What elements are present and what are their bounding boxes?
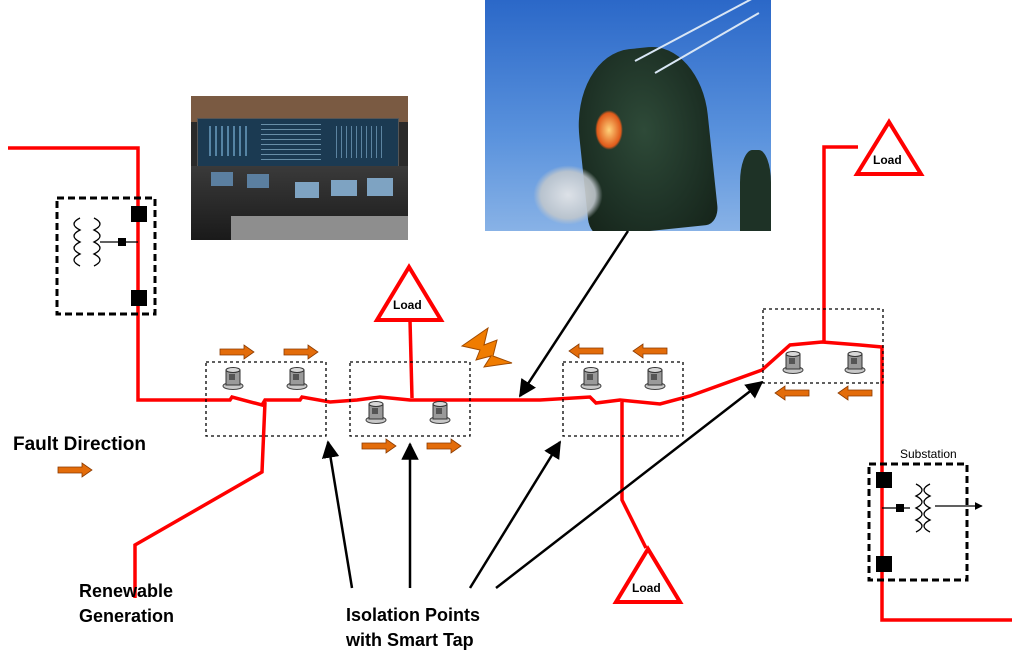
smart-tap-box-1 bbox=[205, 361, 327, 437]
smart-tap-device-icon bbox=[222, 367, 244, 390]
smart-tap-device-icon bbox=[286, 367, 308, 390]
fault-direction-legend-icon bbox=[57, 462, 93, 478]
load-label: Load bbox=[873, 153, 902, 167]
fault-direction-arrow-icon bbox=[426, 438, 462, 454]
load-label: Load bbox=[393, 298, 422, 312]
pointer-arrows bbox=[321, 230, 764, 589]
fault-direction-arrow-icon bbox=[219, 344, 255, 360]
load-triangle-icon bbox=[612, 545, 684, 604]
smart-tap-device-icon bbox=[844, 351, 866, 374]
renewable-generation-label-line1: Renewable bbox=[79, 581, 174, 601]
fault-direction-arrow-icon bbox=[283, 344, 319, 360]
smart-tap-box-3 bbox=[562, 361, 684, 437]
fault-direction-arrow-icon bbox=[774, 385, 810, 401]
smart-tap-device-icon bbox=[580, 367, 602, 390]
smart-tap-device-icon bbox=[782, 351, 804, 374]
fault-direction-arrows bbox=[57, 343, 873, 478]
fault-direction-arrow-icon bbox=[632, 343, 668, 359]
lightning-bolt-icon bbox=[460, 326, 513, 368]
smart-tap-device-icon bbox=[644, 367, 666, 390]
breaker-icon bbox=[131, 290, 147, 306]
smart-tap-box-4 bbox=[762, 308, 884, 384]
transformer-icon bbox=[73, 217, 138, 267]
substation-transformer-block bbox=[867, 462, 983, 582]
fault-direction-label: Fault Direction bbox=[13, 434, 147, 455]
tree-fault-photo bbox=[485, 0, 771, 231]
breaker-icon bbox=[876, 472, 892, 488]
fault-direction-arrow-icon bbox=[837, 385, 873, 401]
transformer-block-left bbox=[55, 196, 157, 316]
smart-tap-device-icon bbox=[429, 401, 451, 424]
renewable-generation-label-line2: Generation bbox=[79, 606, 175, 626]
load-label: Load bbox=[632, 581, 661, 595]
fault-direction-arrow-icon bbox=[568, 343, 604, 359]
control-room-photo bbox=[191, 96, 408, 240]
fault-direction-arrow-icon bbox=[361, 438, 397, 454]
substation-label: Substation bbox=[900, 447, 957, 461]
smart-tap-device-icon bbox=[365, 401, 387, 424]
isolation-points-label-line2: with Smart Tap bbox=[346, 630, 474, 650]
smart-tap-box-2 bbox=[349, 361, 471, 437]
feeder-line bbox=[8, 145, 1012, 622]
breaker-icon bbox=[876, 556, 892, 572]
load-triangle-icon bbox=[373, 263, 445, 322]
isolation-points-label-line1: Isolation Points bbox=[346, 605, 481, 625]
breaker-icon bbox=[131, 206, 147, 222]
load-triangle-icon bbox=[853, 118, 925, 176]
